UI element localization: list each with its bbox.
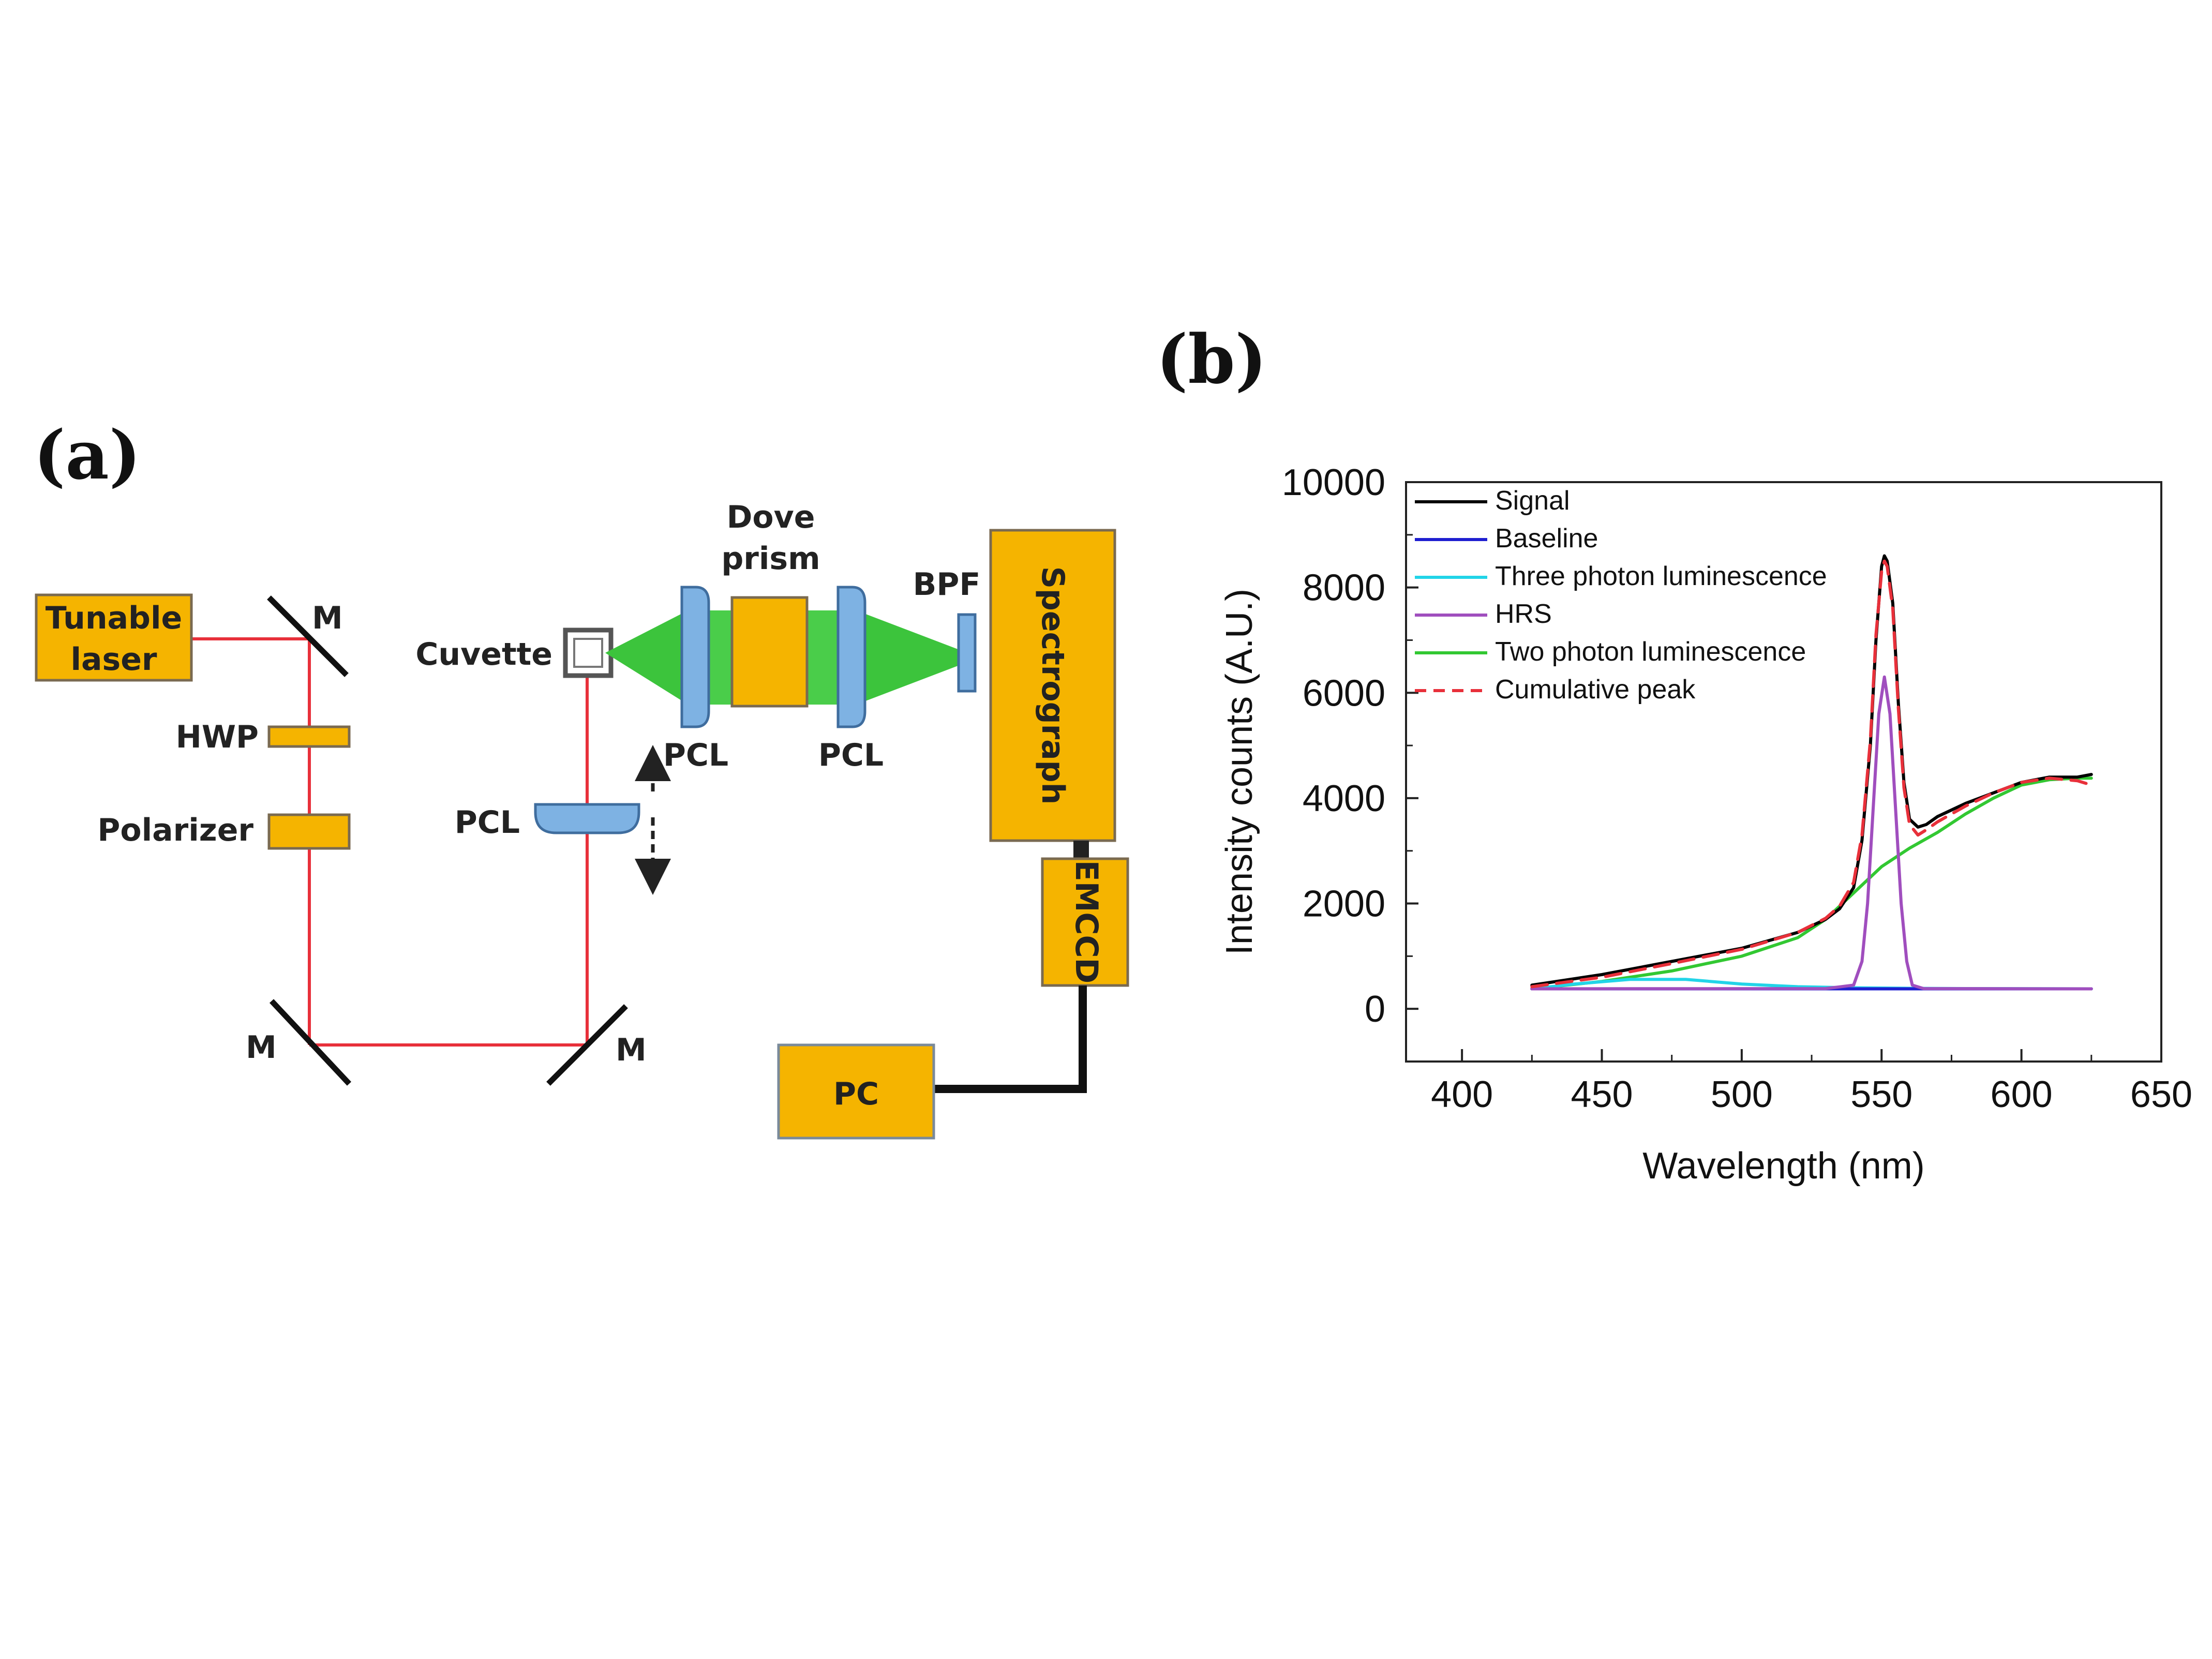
y-tick-label: 8000 <box>1303 567 1385 609</box>
mirror-3-label: M <box>616 1032 647 1068</box>
tunable-laser-label-line1: Tunable <box>46 600 182 636</box>
dove-prism: Dove prism <box>721 499 820 708</box>
x-axis-title: Wavelength (nm) <box>1642 1145 1925 1187</box>
y-tick-label: 0 <box>1365 989 1385 1030</box>
mirror-1: M <box>267 595 349 677</box>
mirror-3: M <box>546 1004 647 1086</box>
pcl-focusing-lens: PCL <box>455 803 640 841</box>
x-tick-label: 500 <box>1711 1074 1773 1115</box>
pcl-collimating-lens-label: PCL <box>663 737 728 773</box>
hwp-label: HWP <box>176 719 259 755</box>
half-wave-plate: HWP <box>176 719 351 755</box>
pc: PC <box>777 1043 935 1140</box>
x-tick-label: 550 <box>1850 1074 1912 1115</box>
spectrum-chart: (b) 400 450 500 550 600 650 0 2000 4000 6000 8000… <box>1156 320 2192 1187</box>
dove-prism-label-line2: prism <box>721 541 820 577</box>
tunable-laser: Tunable laser <box>35 593 193 682</box>
x-tick-label: 450 <box>1571 1074 1633 1115</box>
polarizer: Polarizer <box>97 812 351 850</box>
series-line-two-photon-luminescence <box>1530 776 2093 991</box>
panel-a-label: (a) <box>34 415 141 495</box>
series-line-signal <box>1530 554 2093 987</box>
plot-frame <box>1405 481 2162 1063</box>
legend-label: Three photon luminescence <box>1495 561 1827 591</box>
cuvette-label: Cuvette <box>415 636 552 672</box>
y-axis: 0 2000 4000 6000 8000 10000 <box>1282 462 1418 1030</box>
pcl-collimating-lens: PCL <box>663 586 728 773</box>
polarizer-label: Polarizer <box>97 812 253 848</box>
x-axis: 400 450 500 550 600 650 <box>1431 1049 2192 1115</box>
dove-prism-label-line1: Dove <box>727 499 815 535</box>
spectrograph: Spectrograph <box>989 529 1116 842</box>
pcl-imaging-lens: PCL <box>818 586 884 773</box>
pc-label: PC <box>833 1076 879 1112</box>
spectrograph-label: Spectrograph <box>1035 566 1071 805</box>
y-axis-title: Intensity counts (A.U.) <box>1219 589 1260 955</box>
series-line-hrs <box>1530 675 2093 991</box>
pcl-focusing-lens-label: PCL <box>455 804 520 841</box>
y-tick-label: 4000 <box>1303 778 1385 819</box>
mirror-2-label: M <box>246 1029 277 1066</box>
legend-label: Baseline <box>1495 524 1598 554</box>
x-tick-label: 650 <box>2130 1074 2192 1115</box>
emccd-camera: EMCCD <box>1041 857 1129 987</box>
panel-b-label: (b) <box>1156 320 1267 399</box>
mirror-1-label: M <box>312 600 343 636</box>
mirror-2: M <box>246 999 352 1086</box>
bpf-label: BPF <box>913 566 981 603</box>
series-layer <box>1530 554 2093 991</box>
series-line-cumulative-peak <box>1530 559 2093 989</box>
pcl-imaging-lens-label: PCL <box>818 737 884 773</box>
y-tick-label: 2000 <box>1303 884 1385 925</box>
x-tick-label: 400 <box>1431 1074 1493 1115</box>
legend-label: Two photon luminescence <box>1495 637 1806 667</box>
emccd-pc-cable <box>934 985 1087 1093</box>
y-tick-label: 10000 <box>1282 462 1385 503</box>
band-pass-filter: BPF <box>913 566 981 693</box>
cuvette: Cuvette <box>415 627 614 678</box>
spectrograph-emccd-connector <box>1073 841 1089 859</box>
legend-label: Signal <box>1495 486 1570 516</box>
x-tick-label: 600 <box>1991 1074 2053 1115</box>
emccd-label: EMCCD <box>1068 860 1104 984</box>
tunable-laser-label-line2: laser <box>70 641 157 678</box>
legend-label: Cumulative peak <box>1495 675 1696 705</box>
legend-label: HRS <box>1495 599 1552 629</box>
setup-diagram: (a) M M M Tunable laser <box>34 415 1129 1140</box>
y-tick-label: 6000 <box>1303 672 1385 714</box>
